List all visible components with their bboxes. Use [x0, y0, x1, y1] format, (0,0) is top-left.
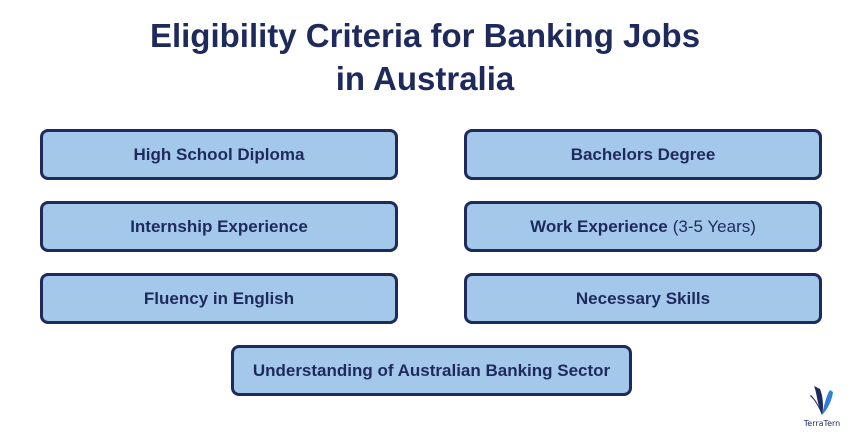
- criterion-label: Bachelors Degree: [570, 144, 716, 164]
- criterion-necessary-skills: Necessary Skills: [464, 273, 822, 324]
- criterion-label: High School Diploma: [133, 144, 305, 164]
- criterion-label: Necessary Skills: [575, 288, 711, 308]
- terratern-logo: TerraTern: [800, 384, 844, 434]
- criterion-label: Work Experience: [530, 216, 668, 236]
- criterion-label: Understanding of Australian Banking Sect…: [252, 360, 611, 380]
- terratern-logo-icon: [810, 386, 833, 415]
- criterion-fluency-in-english: Fluency in English: [40, 273, 398, 324]
- criterion-understanding-banking-sector: Understanding of Australian Banking Sect…: [231, 345, 632, 396]
- criterion-label: Internship Experience: [130, 216, 308, 236]
- criterion-high-school-diploma: High School Diploma: [40, 129, 398, 180]
- logo-text: TerraTern: [803, 419, 841, 428]
- diagram-title: Eligibility Criteria for Banking Jobs in…: [0, 14, 850, 100]
- criterion-bachelors-degree: Bachelors Degree: [464, 129, 822, 180]
- criterion-label: Fluency in English: [143, 288, 295, 308]
- criterion-internship-experience: Internship Experience: [40, 201, 398, 252]
- title-line-2: in Australia: [335, 60, 515, 97]
- title-line-1: Eligibility Criteria for Banking Jobs: [149, 17, 701, 54]
- criterion-work-experience: Work Experience (3-5 Years): [464, 201, 822, 252]
- criterion-detail: (3-5 Years): [672, 216, 756, 236]
